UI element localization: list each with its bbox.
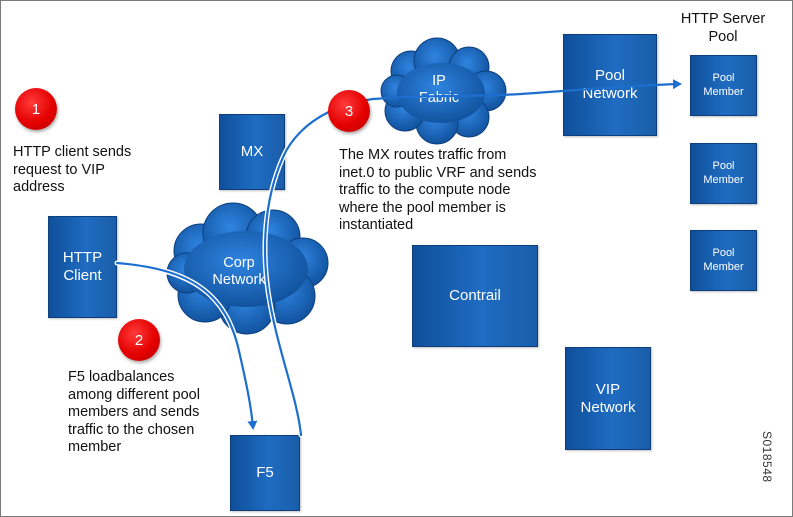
step-3-badge: 3 (328, 90, 370, 132)
server-pool-title: HTTP Server Pool (680, 11, 766, 45)
ip-fabric-cloud (380, 37, 507, 145)
corp-network-label: Corp Network (212, 255, 266, 288)
figure-id-label: S018548 (760, 431, 774, 483)
step-1-text: HTTP client sends request to VIP address (13, 144, 132, 195)
step-3-text: The MX routes traffic from inet.0 to pub… (339, 147, 537, 233)
f5-box: F5 (230, 435, 300, 511)
step-2-text: F5 loadbalances among different pool mem… (68, 369, 200, 455)
vip-network-box: VIP Network (565, 347, 651, 450)
ip-fabric-label: IP Fabric (418, 73, 460, 106)
pool-member-3-box: Pool Member (690, 230, 757, 291)
pool-member-1-box: Pool Member (690, 55, 757, 116)
f5-to-mx-path (263, 97, 375, 437)
client-to-f5-arrow (115, 261, 258, 430)
http-client-box: HTTP Client (48, 216, 117, 318)
step-2-badge: 2 (118, 319, 160, 361)
contrail-box: Contrail (412, 245, 538, 347)
step-1-badge: 1 (15, 88, 57, 130)
pool-member-2-box: Pool Member (690, 143, 757, 204)
fabric-to-pool-member-arrow (371, 79, 682, 101)
